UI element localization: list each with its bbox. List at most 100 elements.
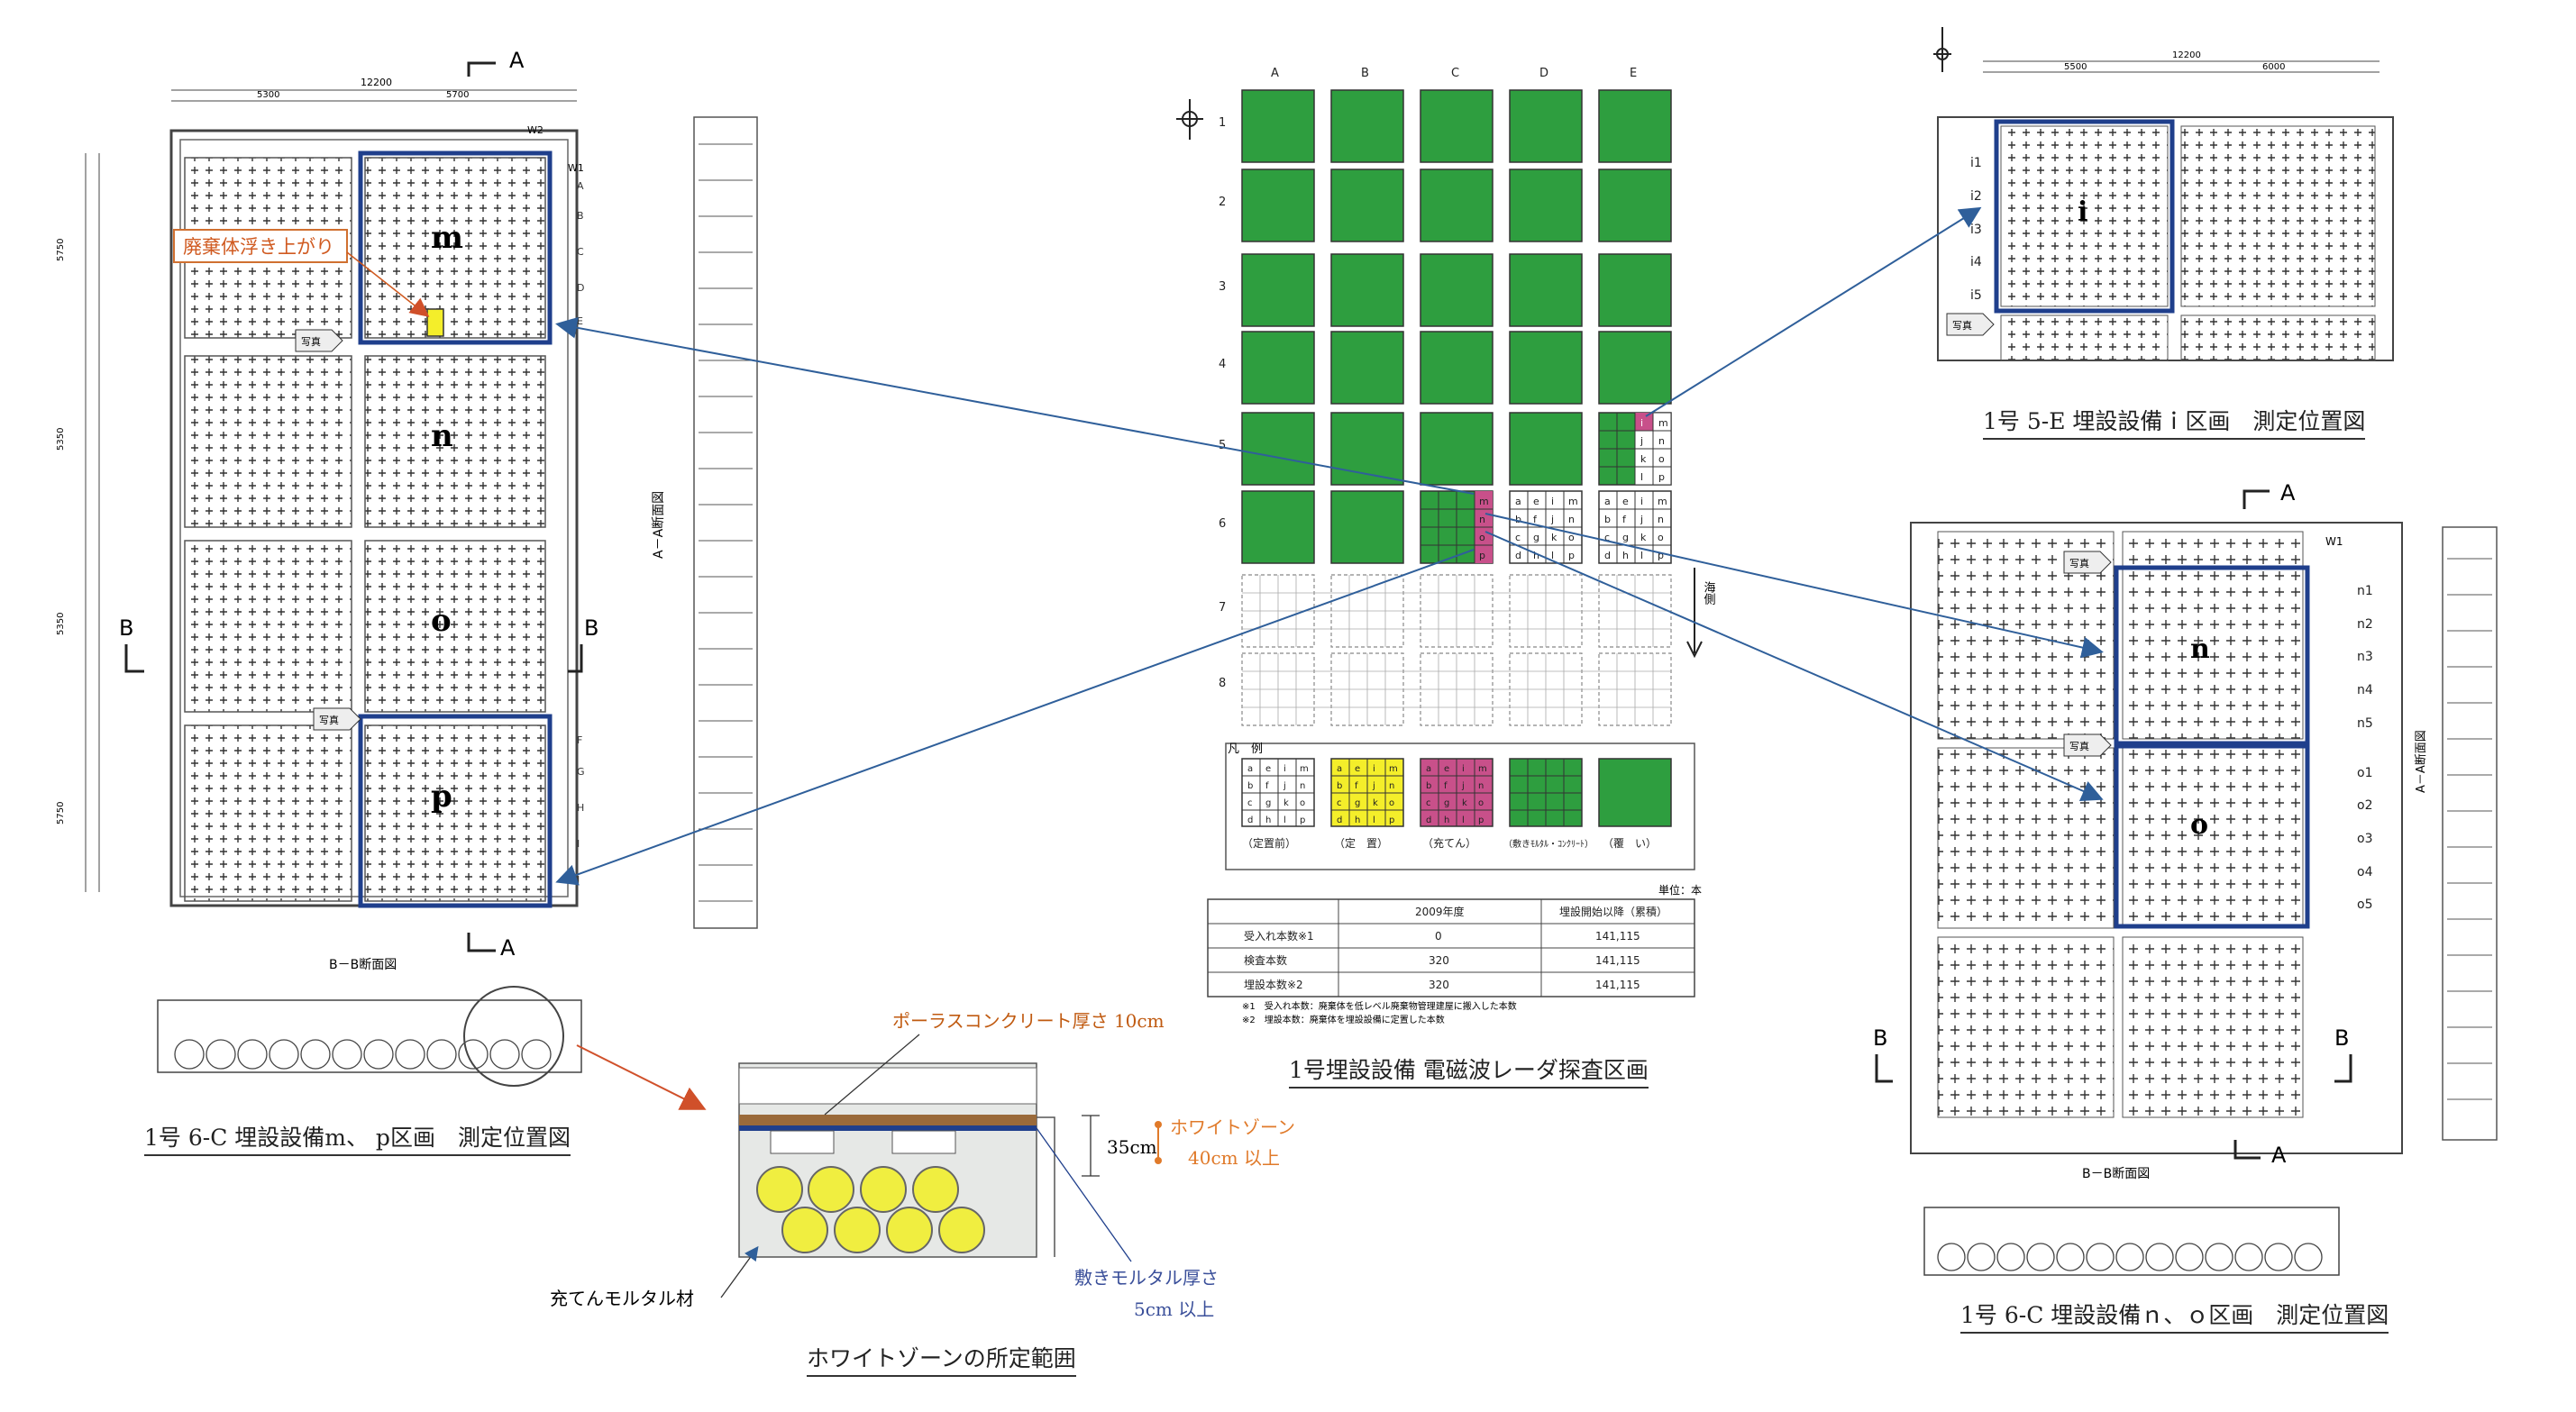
svg-text:d: d: [1337, 815, 1342, 825]
block-m-frame: [358, 150, 553, 345]
plan-center: A B C D E 1 2 3 4 5 6 7 8: [1176, 67, 1715, 1025]
legend-title: 凡 例: [1228, 742, 1263, 756]
svg-text:写真: 写真: [1952, 319, 1972, 332]
row-label-f: F: [577, 734, 582, 746]
svg-text:a: a: [1426, 764, 1431, 774]
svg-text:c: c: [1247, 798, 1253, 808]
photo-tag-5: 写真: [2063, 733, 2112, 757]
legend-item-1: （定置前）: [1242, 836, 1296, 850]
table-row1-col2: 141,115: [1595, 930, 1640, 943]
table-row2-label: 検査本数: [1244, 953, 1287, 967]
row-label-o1: o1: [2357, 766, 2372, 780]
dim-5500-i: 5500: [2064, 62, 2087, 72]
table-header-2: 埋設開始以降（累積）: [1559, 905, 1667, 918]
svg-text:i: i: [1283, 764, 1286, 774]
svg-text:k: k: [1373, 798, 1378, 808]
svg-text:p: p: [1478, 815, 1484, 825]
svg-text:o: o: [1658, 532, 1664, 543]
svg-text:m: m: [1389, 764, 1398, 774]
wz-value: 40cm 以上: [1188, 1147, 1280, 1169]
block-m-label: m: [431, 220, 463, 256]
svg-text:n: n: [1658, 435, 1665, 447]
row-label-e: E: [577, 315, 583, 327]
svg-text:n: n: [1568, 514, 1575, 525]
row-label-g: G: [577, 766, 585, 778]
svg-text:o: o: [1658, 453, 1665, 465]
float-callout-text: 廃棄体浮き上がり: [183, 236, 334, 258]
marker-a-top-right: A: [2280, 480, 2296, 506]
filler-label: 充てんモルタル材: [550, 1288, 694, 1309]
row-label-o4: o4: [2357, 865, 2373, 879]
svg-text:c: c: [1604, 532, 1610, 543]
marker-b-left: B: [119, 615, 133, 641]
marker-a-bottom: A: [500, 935, 516, 961]
dim-5750-b: 5750: [56, 802, 66, 824]
row-label-d: D: [577, 282, 584, 294]
row-label-b: B: [577, 210, 584, 222]
svg-text:p: p: [1479, 550, 1485, 561]
legend-item-2: （定 置）: [1334, 836, 1388, 850]
row-label-o3: o3: [2357, 832, 2372, 846]
dim-w1-right: W1: [2325, 535, 2343, 548]
svg-text:p: p: [1658, 471, 1665, 483]
row-label-i: I: [577, 838, 580, 850]
svg-text:f: f: [1533, 514, 1538, 525]
block-n-right-label: n: [2190, 633, 2210, 665]
svg-text:h: h: [1265, 815, 1271, 825]
svg-text:d: d: [1247, 815, 1253, 825]
svg-text:写真: 写真: [301, 335, 321, 348]
svg-text:h: h: [1533, 550, 1539, 561]
legend-item-3: （充てん）: [1422, 836, 1476, 850]
svg-text:k: k: [1283, 798, 1289, 808]
plan-i: 12200 5500 6000 i i1 i2 i3 i4 i5 写真: [1933, 27, 2394, 361]
dim-5700: 5700: [446, 90, 469, 100]
row-label-n2: n2: [2357, 617, 2373, 632]
row-label-a: A: [577, 180, 584, 192]
svg-text:i: i: [1551, 496, 1554, 507]
svg-text:l: l: [1283, 815, 1286, 825]
table-row1-label: 受入れ本数※1: [1244, 929, 1314, 943]
float-callout-box: [173, 229, 348, 263]
plan-mp: 12200 5300 5700 W2 W1 5750 5350 5350 575…: [56, 48, 758, 1110]
caption-plan-center: 1号埋設設備 電磁波レーダ探査区画: [1289, 1052, 1649, 1089]
photo-tag-3: 写真: [1946, 313, 1995, 336]
svg-text:j: j: [1550, 514, 1554, 525]
photo-tag-4: 写真: [2063, 551, 2112, 574]
porous-label: ポーラスコンクリート厚さ 10cm: [892, 1010, 1165, 1032]
caption-white-zone: ホワイトゾーンの所定範囲: [807, 1341, 1076, 1377]
svg-text:n: n: [1479, 514, 1485, 525]
photo-tag-2: 写真: [313, 707, 361, 731]
svg-text:o: o: [1568, 532, 1575, 543]
svg-text:k: k: [1640, 453, 1647, 465]
svg-text:f: f: [1622, 514, 1627, 525]
svg-text:f: f: [1444, 781, 1448, 791]
svg-text:j: j: [1640, 514, 1643, 525]
table-row3-col2: 141,115: [1595, 979, 1640, 991]
row-label-i2: i2: [1970, 189, 1982, 204]
caption-plan-mp: 1号 6-C 埋設設備m、 p区画 測定位置図: [144, 1120, 571, 1156]
svg-text:a: a: [1515, 496, 1521, 507]
svg-text:o: o: [1478, 798, 1484, 808]
row-label-i4: i4: [1970, 255, 1982, 269]
svg-text:d: d: [1604, 550, 1611, 561]
block-i-label: i: [2078, 196, 2087, 228]
dim-12200-i: 12200: [2172, 50, 2201, 60]
section-bb-label-right: B－B断面図: [2082, 1167, 2150, 1181]
col-header-d: D: [1539, 67, 1548, 80]
dim-12200: 12200: [361, 77, 392, 88]
svg-text:m: m: [1568, 496, 1578, 507]
caption-plan-no: 1号 6-C 埋設設備ｎ、ｏ区画 測定位置図: [1960, 1298, 2389, 1334]
marker-a-bottom-right: A: [2271, 1143, 2287, 1168]
white-zone-section: ポーラスコンクリート厚さ 10cm 35cm ホワイトゾーン 40cm 以上 敷…: [550, 1010, 1295, 1320]
row-label-n1: n1: [2357, 584, 2373, 598]
dim-5300: 5300: [257, 90, 279, 100]
svg-text:m: m: [1479, 496, 1489, 507]
row-label-n5: n5: [2357, 716, 2373, 731]
svg-text:n: n: [1658, 514, 1664, 525]
table-row3-label: 埋設本数※2: [1244, 978, 1303, 991]
col-header-e: E: [1630, 67, 1637, 80]
table-header-1: 2009年度: [1415, 905, 1465, 918]
svg-text:h: h: [1622, 550, 1629, 561]
block-o-right-label: o: [2190, 809, 2208, 841]
